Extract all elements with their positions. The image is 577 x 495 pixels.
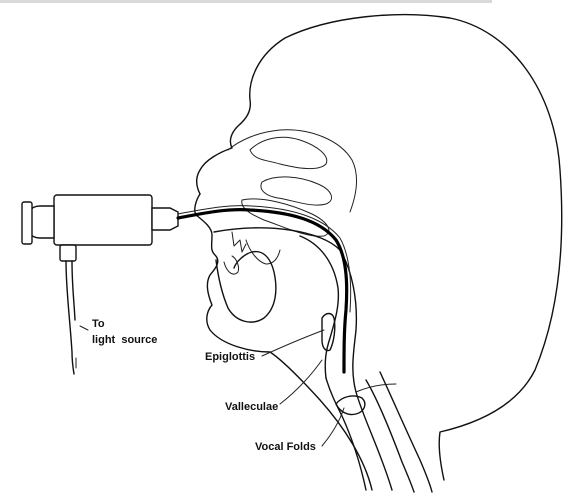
esophagus [380, 372, 432, 492]
pharynx-anterior-wall [300, 236, 338, 378]
endoscope-body [54, 195, 152, 245]
trachea-back [366, 380, 414, 492]
leader-epiglottis [262, 330, 324, 356]
nasal-turbinate-lower [242, 199, 329, 236]
endoscope-eyecup [22, 202, 32, 244]
teeth-lower [224, 256, 239, 274]
label-vocal-folds: Vocal Folds [255, 441, 316, 453]
light-cable-inner [72, 261, 75, 320]
light-post [60, 245, 76, 261]
label-epiglottis: Epiglottis [205, 351, 255, 363]
insertion-tube [178, 210, 347, 372]
label-valleculae: Valleculae [225, 401, 278, 413]
tongue [216, 252, 276, 322]
leader-valleculae [280, 360, 322, 404]
leader-light-source [76, 326, 88, 368]
teeth-upper [232, 232, 246, 252]
label-light-source-1: To [92, 318, 105, 330]
label-light-source-2: light source [92, 334, 157, 346]
nasal-turbinate-upper [250, 137, 327, 168]
neck-line [356, 384, 396, 392]
endoscope-connector [152, 208, 178, 230]
